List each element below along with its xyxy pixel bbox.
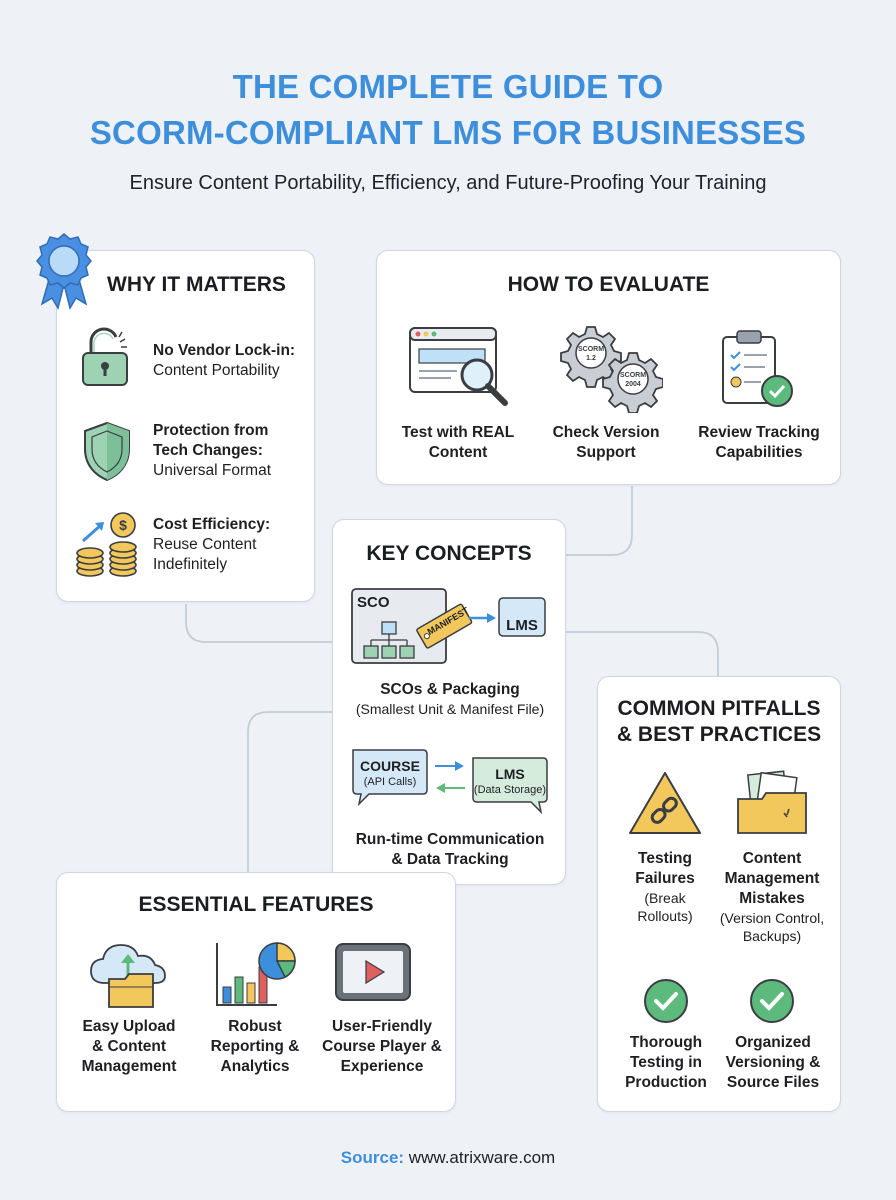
cloud-upload-folder-icon [90,944,166,1008]
why-it-matters-title: WHY IT MATTERS [107,273,286,296]
sco-package-diagram [351,588,546,664]
packaging-label: SCOs & Packaging [380,681,520,698]
svg-text:2004: 2004 [625,381,641,388]
essential-features-title: ESSENTIAL FEATURES [138,893,374,916]
runtime-label-1: Run-time Communication [355,831,545,848]
browser-magnifier-icon [409,327,508,406]
source-label: Source: [340,1148,405,1167]
course-sub: (API Calls) [363,776,417,788]
clipboard-check-icon [722,330,793,407]
why-item-1-text: Content Portability [153,362,280,379]
check-circle-icon [750,979,794,1023]
pitfall-item-3-label: Thorough Testing in Production [625,1034,707,1091]
why-item-1: No Vendor Lock-in: Content Portability [153,341,311,381]
gears-icon: SCORM 1.2 SCORM 2004 [560,326,663,413]
check-circle-icon [644,979,688,1023]
subtitle: Ensure Content Portability, Efficiency, … [129,172,767,194]
course-label: COURSE [360,758,420,774]
pitfall-item-4-label: Organized Versioning & Source Files [725,1034,821,1091]
coins-icon: $ [76,512,137,577]
why-it-matters-card: WHY IT MATTERS No Vendor Lock-in: Conten… [56,250,315,602]
pitfalls-title-1: COMMON PITFALLS [617,697,821,720]
why-item-2: Protection from Tech Changes: Universal … [153,421,293,481]
feature-item-3-label: User-Friendly Course Player & Experience [322,1018,442,1075]
runtime-label-2: & Data Tracking [391,851,509,868]
why-item-3: Cost Efficiency: Reuse Content Indefinit… [153,515,303,575]
pitfall-item-1-label: Testing Failures [635,850,695,887]
award-ribbon-icon [36,233,92,310]
packaging-sub: (Smallest Unit & Manifest File) [355,701,545,717]
essential-features-card: ESSENTIAL FEATURES Easy Upload & Content… [56,872,456,1112]
pitfalls-card: COMMON PITFALLS & BEST PRACTICES Testing… [597,676,841,1112]
svg-text:1.2: 1.2 [586,355,596,362]
why-item-3-bold: Cost Efficiency: [153,516,271,533]
why-item-2-text: Universal Format [153,462,271,479]
run-time-communication-diagram [352,749,548,814]
pitfall-item-2-label: Content Management Mistakes [724,850,820,907]
bar-pie-chart-icon [216,942,296,1006]
gear-scorm12-label: SCORM [578,346,604,353]
source-url[interactable]: www.atrixware.com [408,1148,556,1167]
evaluate-item-2-label: Check Version Support [552,424,660,461]
padlock-icon [82,327,128,386]
why-item-2-bold: Protection from Tech Changes: [153,422,269,459]
pitfalls-title-2: & BEST PRACTICES [616,723,822,746]
pitfall-item-2-sub: (Version Control, Backups) [719,910,825,944]
feature-item-2-label: Robust Reporting & Analytics [210,1018,300,1075]
title-line-2: SCORM-COMPLIANT LMS FOR BUSINESSES [89,114,807,151]
sco-label: SCO [357,594,390,611]
key-concepts-card: KEY CONCEPTS SCO MANIFEST LMS SCOs & Pac… [332,519,566,885]
why-item-3-text: Reuse Content Indefinitely [153,536,257,573]
folder-documents-icon [737,770,807,834]
source-line: Source: www.atrixware.com [0,1148,896,1168]
how-to-evaluate-card: HOW TO EVALUATE Test with REAL Content S… [376,250,841,485]
evaluate-item-3-label: Review Tracking Capabilities [698,424,820,461]
lms-label-2: LMS [495,766,525,782]
title-line-1: THE COMPLETE GUIDE TO [232,68,664,105]
svg-text:$: $ [119,517,127,533]
evaluate-item-1-label: Test with REAL Content [401,424,515,461]
tablet-play-icon [335,943,411,1001]
lms-label-1: LMS [506,617,538,634]
feature-item-1-label: Easy Upload & Content Management [81,1018,177,1075]
shield-icon [84,421,130,482]
gear-scorm2004-label: SCORM [620,372,646,379]
pitfall-item-1-sub: (Break Rollouts) [637,890,693,924]
lms-sub: (Data Storage) [473,784,547,796]
why-item-1-bold: No Vendor Lock-in: [153,342,296,359]
how-to-evaluate-title: HOW TO EVALUATE [507,273,710,296]
warning-chain-icon [629,772,701,834]
key-concepts-title: KEY CONCEPTS [366,542,532,565]
